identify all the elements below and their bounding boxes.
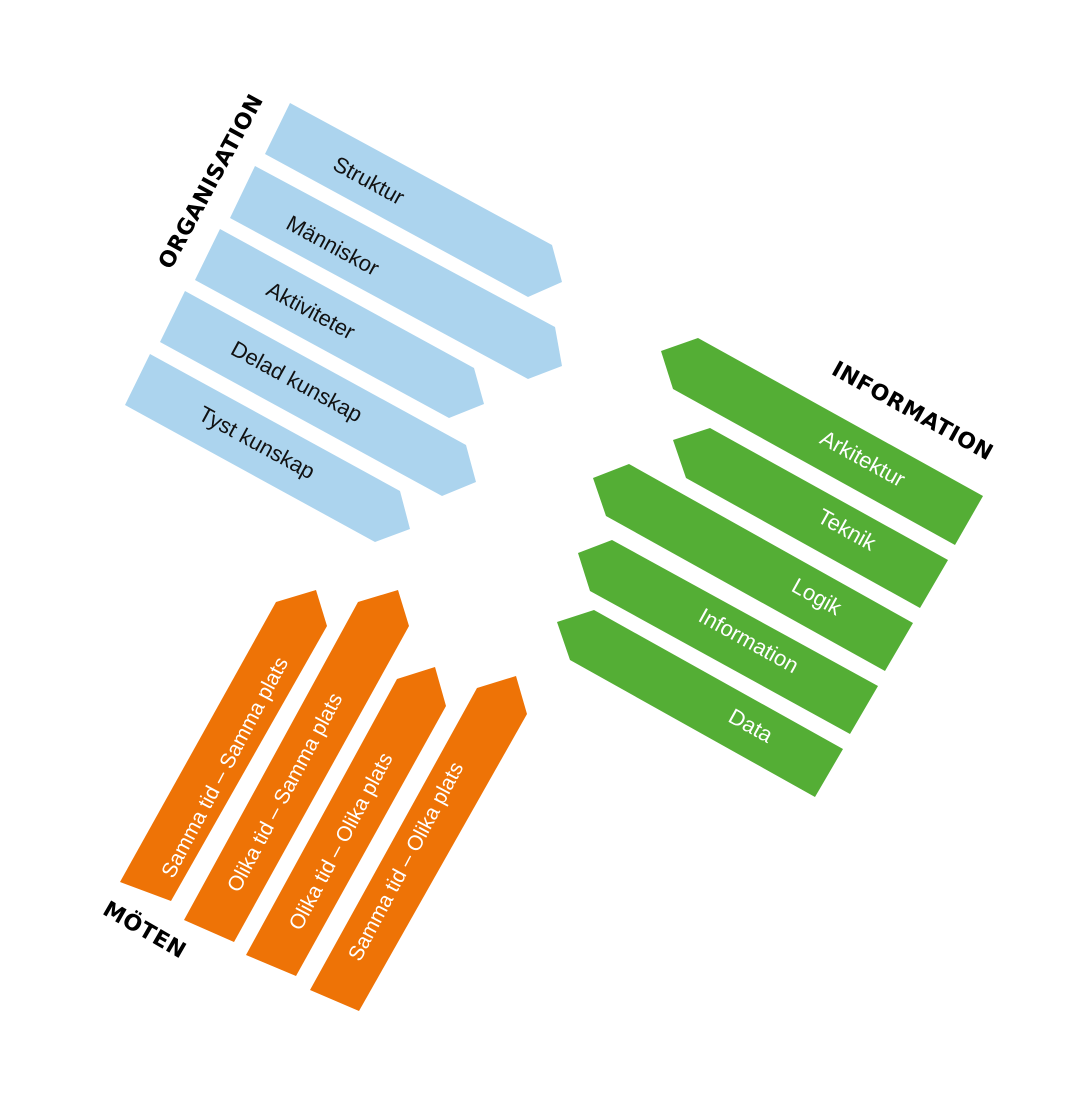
moten-arrow-shape (120, 590, 327, 901)
information-arrow-shape (593, 464, 913, 671)
organisation-group: Struktur Människor Aktiviteter Delad kun… (125, 90, 562, 542)
moten-arrow-shape (246, 667, 446, 976)
moten-arrow-shape (184, 590, 409, 942)
information-arrow-logik: Logik (593, 464, 913, 671)
moten-group: Samma tid – Samma plats Olika tid – Samm… (98, 590, 527, 1011)
organisation-arrow-shape (160, 291, 476, 496)
information-arrow-shape (661, 338, 983, 545)
moten-arrow-shape (310, 676, 527, 1011)
moten-title: MÖTEN (98, 896, 190, 964)
information-arrow-shape (673, 428, 948, 608)
organisation-arrow-shape (265, 103, 562, 297)
organisation-arrow-shape (195, 229, 484, 418)
information-arrow-shape (557, 610, 843, 797)
information-arrow-data: Data (557, 610, 843, 797)
information-group: Arkitektur Teknik Logik Information Data… (557, 338, 997, 797)
organisation-arrow-shape (125, 354, 410, 542)
information-arrow-shape (578, 540, 878, 734)
organisation-arrow-shape (230, 166, 562, 379)
